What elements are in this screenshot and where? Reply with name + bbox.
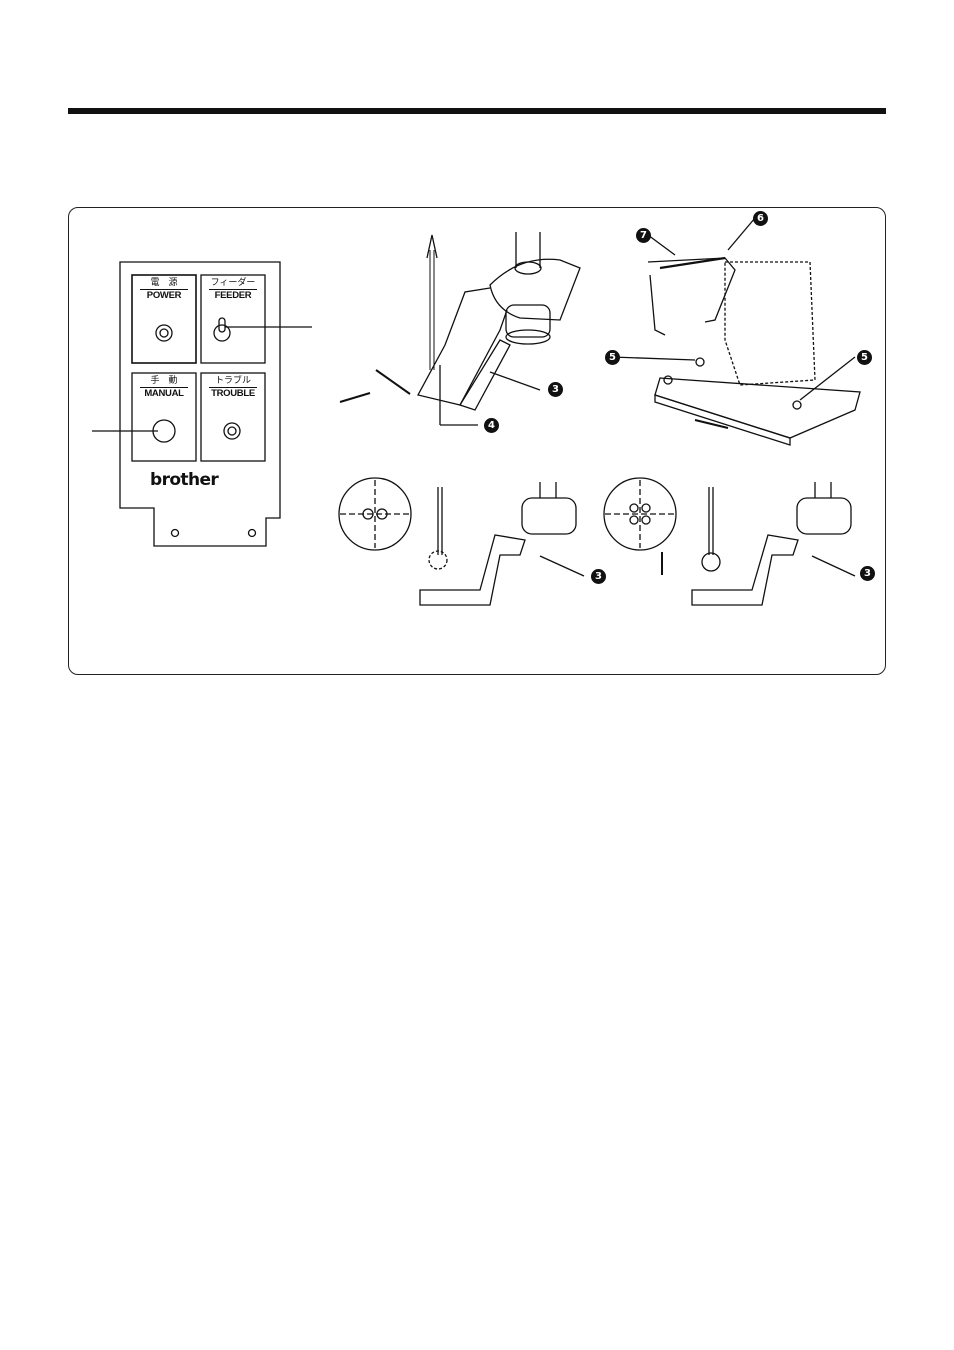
callout-5-right: 5 bbox=[857, 350, 872, 365]
base-linkage-drawing bbox=[612, 218, 860, 445]
trouble-label: トラブル TROUBLE bbox=[201, 376, 265, 399]
control-panel-drawing bbox=[92, 262, 312, 546]
feeder-label: フィーダー FEEDER bbox=[201, 278, 265, 301]
manual-label: 手 動 MANUAL bbox=[132, 376, 196, 399]
two-hole-alignment-drawing bbox=[339, 478, 584, 605]
callout-3-two-hole: 3 bbox=[591, 569, 606, 584]
four-hole-alignment-drawing bbox=[604, 478, 855, 605]
callout-4: 4 bbox=[484, 418, 499, 433]
power-label: 電 源 POWER bbox=[132, 278, 196, 301]
feeder-arm-drawing bbox=[340, 232, 580, 425]
callout-5-left: 5 bbox=[605, 350, 620, 365]
callout-6: 6 bbox=[753, 211, 768, 226]
callout-3-feeder-arm: 3 bbox=[548, 382, 563, 397]
callout-7: 7 bbox=[636, 228, 651, 243]
brand-logo: brother bbox=[150, 470, 218, 490]
callout-3-four-hole: 3 bbox=[860, 566, 875, 581]
